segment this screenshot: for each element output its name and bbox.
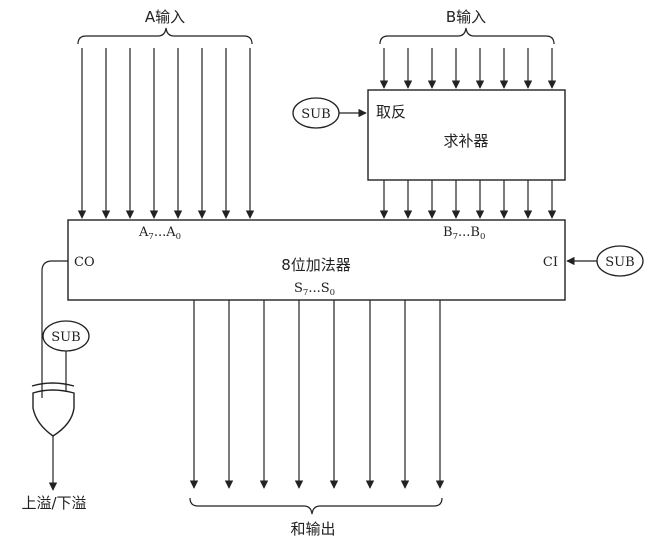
b-mid-lines xyxy=(379,180,557,219)
b-input-lines xyxy=(379,48,557,89)
sum-output-brace xyxy=(189,497,443,515)
complementer-box xyxy=(367,89,566,181)
overflow-label: 上溢/下溢 xyxy=(21,494,86,512)
b-input-brace xyxy=(379,27,555,45)
co-wire xyxy=(41,260,68,398)
a-input-lines xyxy=(77,48,255,219)
b-input-label: B输入 xyxy=(446,8,486,26)
s-bus-label: S7...S0 xyxy=(294,281,335,298)
adder-box xyxy=(67,219,566,301)
co-label: CO xyxy=(74,255,95,270)
sub-right-label: SUB xyxy=(605,255,634,270)
sum-output-lines xyxy=(189,300,445,489)
xor-gate xyxy=(31,382,75,437)
adder-label: 8位加法器 xyxy=(281,256,351,274)
sum-output-label: 和输出 xyxy=(290,520,335,538)
complementer-label: 求补器 xyxy=(443,132,488,150)
a-bus-label: A7...A0 xyxy=(138,225,181,242)
b-bus-label: B7...B0 xyxy=(443,225,485,242)
ci-label: CI xyxy=(543,255,558,270)
negate-label: 取反 xyxy=(376,103,406,121)
sub-left-label: SUB xyxy=(51,330,80,345)
a-input-brace xyxy=(77,27,253,45)
sub-top-label: SUB xyxy=(301,107,330,122)
a-input-label: A输入 xyxy=(145,8,185,26)
